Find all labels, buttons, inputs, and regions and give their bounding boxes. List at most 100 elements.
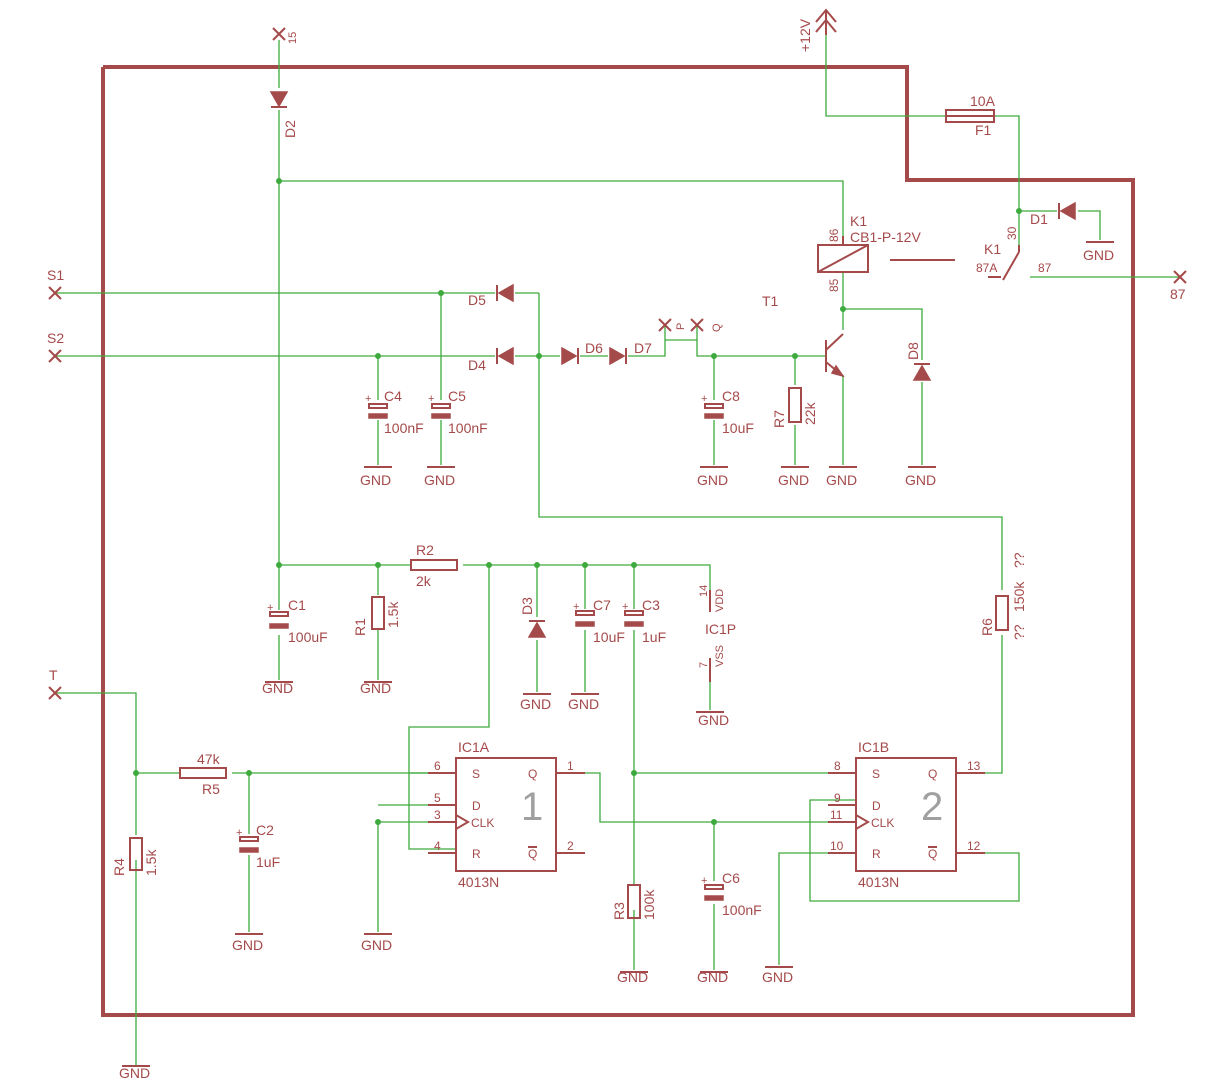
- capacitor-c2: + C2 1uF: [236, 822, 280, 870]
- svg-text:R6: R6: [979, 618, 995, 636]
- svg-text:GND: GND: [905, 472, 936, 488]
- svg-text:1uF: 1uF: [642, 629, 666, 645]
- svg-text:GND: GND: [232, 937, 263, 953]
- resistor-r6: R6 150k ?? ??: [979, 552, 1027, 640]
- svg-text:R5: R5: [202, 781, 220, 797]
- gnd-ic1p: GND: [696, 711, 729, 728]
- resistor-r7: R7 22k: [771, 387, 818, 428]
- svg-text:13: 13: [967, 759, 981, 773]
- svg-text:100nF: 100nF: [722, 902, 762, 918]
- svg-text:1.5k: 1.5k: [385, 601, 401, 628]
- supply-12v-symbol: +12V: [797, 8, 837, 52]
- svg-text:+: +: [267, 602, 273, 614]
- svg-text:1.5k: 1.5k: [143, 849, 159, 876]
- svg-text:100uF: 100uF: [288, 629, 328, 645]
- diode-d8: D8: [905, 342, 932, 381]
- svg-text:F1: F1: [975, 122, 992, 138]
- board-outline: [101, 65, 1135, 1017]
- svg-text:15: 15: [287, 32, 299, 44]
- svg-text:D8: D8: [905, 342, 921, 360]
- svg-text:22k: 22k: [802, 401, 818, 425]
- svg-text:10A: 10A: [970, 93, 996, 109]
- diode-d3: D3: [519, 597, 547, 638]
- svg-text:C7: C7: [593, 597, 611, 613]
- svg-text:100k: 100k: [641, 889, 657, 920]
- svg-text:GND: GND: [762, 969, 793, 985]
- svg-text:2: 2: [921, 785, 943, 829]
- svg-text:Q: Q: [928, 767, 937, 781]
- svg-text:GND: GND: [697, 472, 728, 488]
- terminal-s2[interactable]: S2: [47, 330, 64, 363]
- ic1b-flipflop: IC1B 4013N 2 S D CLK R Q Q 8 9 11 10 13 …: [828, 739, 985, 890]
- svg-text:+: +: [365, 393, 371, 405]
- svg-text:+: +: [701, 875, 707, 887]
- svg-text:10: 10: [830, 839, 844, 853]
- svg-text:6: 6: [434, 759, 441, 773]
- gnd-ic1a: GND: [361, 933, 392, 953]
- svg-text:IC1A: IC1A: [458, 739, 490, 755]
- svg-text:GND: GND: [778, 472, 809, 488]
- gnd-d3: GND: [520, 693, 551, 712]
- diode-d1: D1: [1030, 201, 1076, 227]
- svg-text:47k: 47k: [197, 751, 221, 767]
- svg-text:D5: D5: [468, 292, 486, 308]
- svg-text:Q: Q: [928, 847, 937, 861]
- svg-text:GND: GND: [1083, 247, 1114, 263]
- svg-text:K1: K1: [984, 241, 1001, 257]
- resistor-r2: R2 2k: [410, 542, 458, 589]
- pad-q[interactable]: Q: [690, 318, 723, 332]
- resistor-r1: R1 1.5k: [352, 596, 401, 636]
- svg-text:GND: GND: [424, 472, 455, 488]
- terminal-s1[interactable]: S1: [47, 267, 64, 300]
- svg-text:87: 87: [1038, 261, 1052, 275]
- terminal-t[interactable]: T: [48, 667, 62, 700]
- svg-text:150k: 150k: [1011, 581, 1027, 612]
- svg-text:VSS: VSS: [714, 645, 726, 667]
- svg-text:100nF: 100nF: [384, 420, 424, 436]
- svg-text:D: D: [472, 799, 481, 813]
- capacitor-c3: + C3 1uF: [622, 597, 666, 645]
- svg-text:IC1P: IC1P: [705, 621, 736, 637]
- capacitor-c4: + C4 100nF: [365, 388, 424, 436]
- svg-text:GND: GND: [360, 472, 391, 488]
- svg-text:GND: GND: [361, 937, 392, 953]
- svg-text:T: T: [49, 667, 58, 683]
- gnd-c4: GND: [360, 466, 392, 488]
- pad-p[interactable]: P: [658, 318, 687, 332]
- svg-text:R4: R4: [111, 858, 127, 876]
- svg-text:+: +: [622, 601, 628, 613]
- capacitor-c8: + C8 10uF: [701, 388, 754, 436]
- terminal-87[interactable]: 87: [1170, 270, 1187, 302]
- gnd-r7: GND: [778, 466, 809, 488]
- svg-text:86: 86: [827, 228, 841, 242]
- terminal-15[interactable]: 15: [272, 27, 299, 44]
- diode-d7: D7: [609, 340, 652, 366]
- svg-text:C5: C5: [448, 388, 466, 404]
- svg-text:D3: D3: [519, 597, 535, 615]
- gnd-c1: GND: [262, 680, 293, 696]
- svg-text:R7: R7: [771, 410, 787, 428]
- svg-text:1: 1: [567, 759, 574, 773]
- svg-text:D1: D1: [1030, 211, 1048, 227]
- svg-text:2k: 2k: [416, 573, 432, 589]
- svg-text:D: D: [872, 799, 881, 813]
- gnd-c7: GND: [568, 693, 599, 712]
- capacitor-c5: + C5 100nF: [428, 388, 488, 436]
- diode-d2: D2: [269, 91, 298, 138]
- svg-text:D6: D6: [585, 340, 603, 356]
- gnd-c6: GND: [697, 969, 728, 985]
- relay-k1-switch: K1 30 87A 87: [976, 226, 1052, 281]
- svg-text:R1: R1: [352, 618, 368, 636]
- svg-text:7: 7: [698, 662, 710, 668]
- gnd-t1: GND: [826, 466, 857, 488]
- svg-text:+12V: +12V: [797, 18, 813, 52]
- transistor-t1: T1: [762, 293, 845, 378]
- svg-text:Q: Q: [528, 847, 537, 861]
- svg-text:+: +: [701, 393, 707, 405]
- svg-text:GND: GND: [568, 696, 599, 712]
- relay-k1-coil: K1 CB1-P-12V 86 85: [817, 213, 955, 292]
- svg-text:??: ??: [1011, 624, 1027, 640]
- svg-text:4013N: 4013N: [858, 874, 899, 890]
- svg-text:14: 14: [698, 585, 710, 597]
